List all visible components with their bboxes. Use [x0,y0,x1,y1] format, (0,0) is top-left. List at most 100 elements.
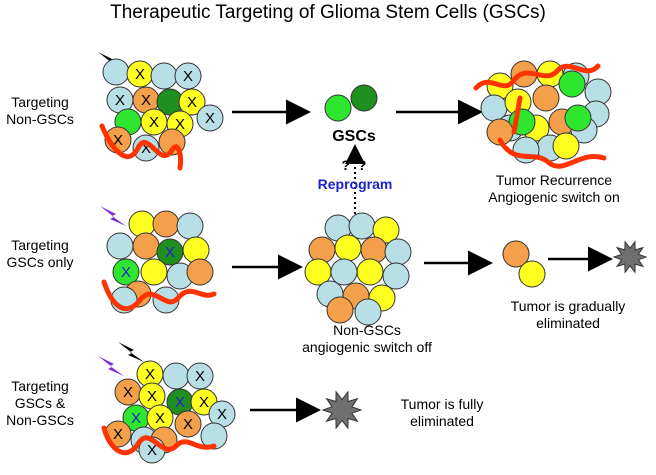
blood-vessel [101,279,217,312]
cell [308,236,336,264]
cell [174,62,202,90]
reprogram-label: Reprogram [317,176,393,192]
recurrence-label: Tumor Recurrence Angiogenic switch on [474,172,634,206]
cell [106,232,134,260]
cell [150,62,178,90]
cell [132,134,160,162]
explosion-icon [612,240,648,274]
gradual-label-line1: Tumor is gradually [510,298,626,314]
cell [348,212,376,240]
question-marks: ? ? [341,157,367,173]
cell [350,84,378,112]
explosion-icon [321,390,363,430]
cell [334,234,362,262]
cell [200,422,228,450]
cell-x-mark: X [217,406,227,423]
nongsc-label: Non-GSCs angiogenic switch off [282,322,452,356]
cell [128,210,156,238]
gradual-label: Tumor is gradually eliminated [498,298,638,332]
cell-x-mark: X [183,68,193,85]
cell [186,362,214,390]
cell-x-mark: X [123,384,133,401]
cell [324,94,352,122]
cell-x-mark: X [131,410,141,427]
cell-x-mark: X [175,116,185,133]
row3-label-line3: Non-GSCs [6,412,74,428]
cell [162,362,190,390]
full-label-line2: eliminated [410,413,474,429]
blood-vessel [497,137,607,169]
cell [112,258,140,286]
cell [330,258,358,286]
cell-x-mark: X [183,416,193,433]
blood-vessel [99,123,183,171]
cell-x-mark: X [199,394,209,411]
cell [502,240,530,268]
cell-x-mark: X [147,388,157,405]
cell [174,410,202,438]
page-title: Therapeutic Targeting of Glioma Stem Cel… [110,2,546,23]
cell [196,104,224,132]
cell [102,58,130,86]
cell-x-mark: X [135,66,145,83]
row1-label: Targeting Non-GSCs [2,94,78,128]
recurrence-label-line1: Tumor Recurrence [495,172,613,188]
cell [178,88,206,116]
row3-label-line2: GSCs & [14,395,66,411]
cell [360,236,388,264]
cell-x-mark: X [195,368,205,385]
lightning-icon [98,52,124,72]
cell [384,238,412,266]
cell [558,70,586,98]
cell-x-mark: X [115,92,125,109]
row1-label-line2: Non-GSCs [6,111,74,127]
cell [132,232,160,260]
cell [552,132,580,160]
cell-x-mark: X [121,264,131,281]
row2-label-line2: GSCs only [6,254,74,270]
nongsc-label-line2: angiogenic switch off [302,339,432,355]
cell-x-mark: X [141,92,151,109]
blood-vessel [101,425,217,456]
gscs-label: GSCs [332,128,376,145]
blood-vessel [511,95,523,135]
cell-x-mark: X [165,244,175,261]
row2-label-line1: Targeting [11,237,69,253]
cell [326,296,354,324]
cell-x-mark: X [175,394,185,411]
cell [186,258,214,286]
row3-label-line1: Targeting [11,378,69,394]
cell [372,216,400,244]
cell [532,84,560,112]
row3-label: Targeting GSCs & Non-GSCs [2,378,78,429]
cell [356,258,384,286]
cell-x-mark: X [187,94,197,111]
cell-x-mark: X [205,110,215,127]
cell [140,258,168,286]
blood-vessel [473,63,601,91]
lightning-icon [118,342,144,362]
row1-label-line1: Targeting [11,94,69,110]
cell-x-mark: X [147,442,157,459]
cell [182,236,210,264]
cell [176,212,204,240]
row2-label: Targeting GSCs only [2,237,78,271]
full-label: Tumor is fully eliminated [382,396,502,430]
cell [564,104,592,132]
lightning-icon [98,356,124,376]
nongsc-label-line1: Non-GSCs [333,322,401,338]
cell-x-mark: X [113,132,123,149]
cell-x-mark: X [149,114,159,131]
gradual-label-line2: eliminated [536,315,600,331]
cell [382,262,410,290]
cell-x-mark: X [145,366,155,383]
recurrence-label-line2: Angiogenic switch on [488,189,620,205]
lightning-icon [100,206,126,226]
cell-x-mark: X [155,410,165,427]
full-label-line1: Tumor is fully [400,396,484,412]
cell-x-mark: X [141,140,151,157]
cell [354,298,382,326]
cell [518,260,546,288]
